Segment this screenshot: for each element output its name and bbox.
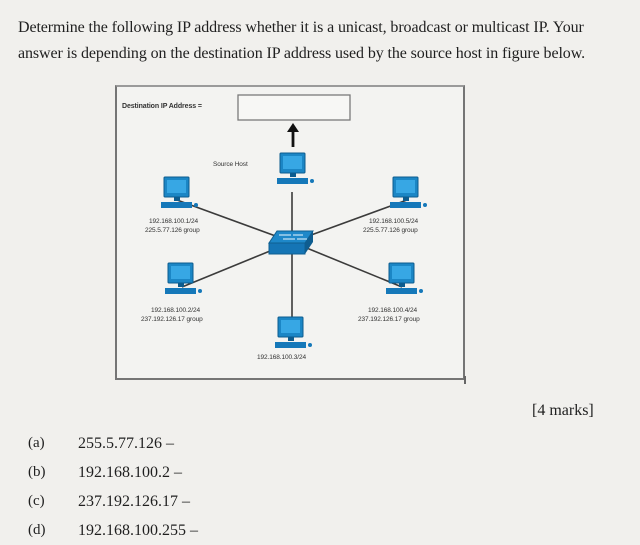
- host-5-group: 225.5.77.126 group: [363, 227, 418, 234]
- answer-c: (c) 237.192.126.17 –: [28, 487, 328, 516]
- marks-label: [4 marks]: [532, 402, 594, 419]
- answer-a-text: 255.5.77.126 –: [78, 434, 174, 452]
- answers-list: (a) 255.5.77.126 – (b) 192.168.100.2 – (…: [28, 429, 328, 545]
- host-2-group: 237.192.126.17 group: [141, 316, 203, 323]
- host-1-group: 225.5.77.126 group: [145, 227, 200, 234]
- host-5-ip: 192.168.100.5/24: [369, 218, 418, 225]
- source-host-label: Source Host: [213, 161, 248, 168]
- answer-d-label: (d): [28, 522, 46, 538]
- link-host-1: [176, 199, 293, 243]
- arrow-up-icon: [287, 123, 299, 147]
- destination-ip-box[interactable]: [237, 94, 351, 121]
- answer-c-text: 237.192.126.17 –: [78, 492, 190, 510]
- answer-d: (d) 192.168.100.255 –: [28, 516, 328, 545]
- answer-b: (b) 192.168.100.2 –: [28, 458, 328, 487]
- network-diagram: Destination IP Address = Source Host 192…: [122, 94, 427, 361]
- host-4-ip: 192.168.100.4/24: [368, 307, 417, 314]
- host-3-ip: 192.168.100.3/24: [257, 354, 306, 361]
- host-2-computer-icon: [165, 262, 202, 294]
- host-1-ip: 192.168.100.1/24: [149, 218, 198, 225]
- question-line-1: Determine the following IP address wheth…: [18, 19, 584, 36]
- answer-d-text: 192.168.100.255 –: [78, 521, 198, 539]
- answer-b-text: 192.168.100.2 –: [78, 463, 182, 481]
- answer-a: (a) 255.5.77.126 –: [28, 429, 328, 458]
- question-line-2: answer is depending on the destination I…: [18, 45, 586, 62]
- network-figure: Destination IP Address = Source Host 192…: [115, 85, 465, 380]
- host-5-computer-icon: [390, 176, 427, 208]
- host-4-group: 237.192.126.17 group: [358, 316, 420, 323]
- question-text: Determine the following IP address wheth…: [18, 15, 618, 67]
- switch-icon: [268, 230, 314, 255]
- figure-edge-mark: [464, 376, 466, 384]
- answer-c-label: (c): [28, 493, 45, 509]
- answer-b-label: (b): [28, 464, 46, 480]
- network-links: [176, 192, 408, 319]
- host-2-ip: 192.168.100.2/24: [151, 307, 200, 314]
- host-4-computer-icon: [386, 262, 423, 294]
- host-1-computer-icon: [161, 176, 198, 208]
- answer-a-label: (a): [28, 435, 45, 451]
- link-host-4: [291, 241, 403, 288]
- source-host-computer-icon: [277, 152, 314, 184]
- destination-label: Destination IP Address =: [122, 103, 202, 110]
- host-3-computer-icon: [275, 316, 312, 348]
